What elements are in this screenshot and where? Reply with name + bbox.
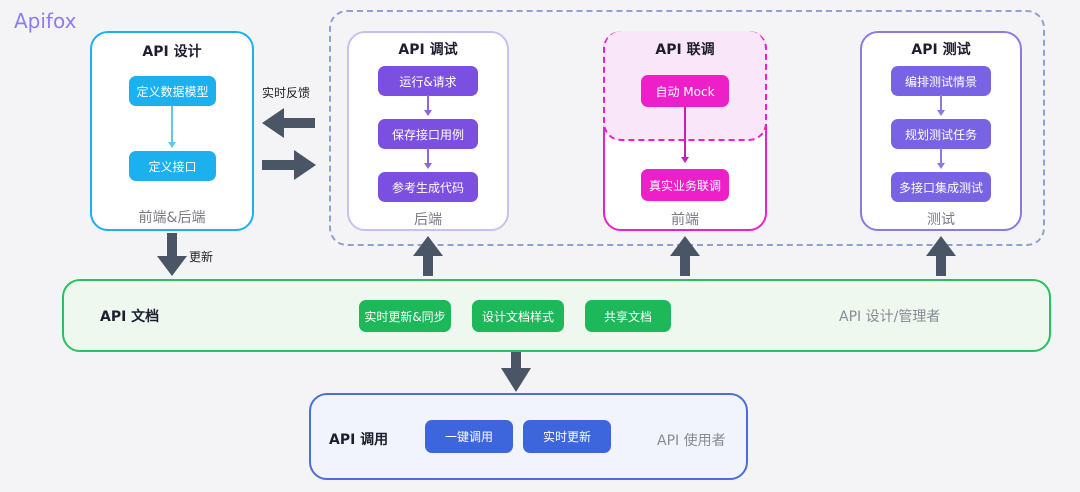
api-joint-title: API 联调 — [655, 42, 715, 58]
api-docs-panel: API 文档 实时更新&同步 设计文档样式 共享文档 API 设计/管理者 — [62, 279, 1051, 352]
share-doc-button[interactable]: 共享文档 — [585, 300, 671, 332]
design-doc-style-button[interactable]: 设计文档样式 — [472, 300, 564, 332]
feedback-label: 实时反馈 — [262, 86, 311, 100]
api-debug-title: API 调试 — [398, 42, 458, 58]
update-arrow — [157, 233, 187, 276]
docs-to-call-arrow — [501, 352, 531, 392]
multi-api-test-button[interactable]: 多接口集成测试 — [891, 172, 991, 202]
realtime-update-button[interactable]: 实时更新 — [523, 420, 611, 453]
forward-arrow — [262, 150, 316, 180]
api-design-panel: API 设计 定义数据模型 定义接口 前端&后端 — [90, 31, 254, 231]
plan-task-button[interactable]: 规划测试任务 — [891, 119, 991, 149]
inner-arrows — [168, 95, 945, 169]
auto-mock-button[interactable]: 自动 Mock — [641, 75, 729, 107]
realtime-sync-button[interactable]: 实时更新&同步 — [359, 300, 451, 332]
define-data-model-button[interactable]: 定义数据模型 — [129, 76, 216, 106]
api-design-title: API 设计 — [142, 44, 202, 60]
api-debug-footer: 后端 — [414, 212, 442, 228]
run-request-button[interactable]: 运行&请求 — [378, 66, 478, 96]
api-call-role: API 使用者 — [657, 433, 726, 449]
generate-code-button[interactable]: 参考生成代码 — [378, 172, 478, 202]
docs-to-debug-arrow — [413, 236, 443, 276]
api-design-footer: 前端&后端 — [138, 210, 206, 226]
api-call-panel: API 调用 一键调用 实时更新 API 使用者 — [309, 393, 748, 480]
one-click-call-button[interactable]: 一键调用 — [425, 420, 513, 453]
api-docs-title: API 文档 — [100, 309, 160, 325]
api-docs-role: API 设计/管理者 — [839, 309, 941, 325]
api-test-title: API 测试 — [911, 42, 971, 58]
api-test-panel: API 测试 编排测试情景 规划测试任务 多接口集成测试 测试 — [860, 31, 1022, 231]
save-case-button[interactable]: 保存接口用例 — [378, 119, 478, 149]
orchestrate-scenario-button[interactable]: 编排测试情景 — [891, 66, 991, 96]
api-joint-footer: 前端 — [671, 212, 699, 228]
brand-logo: Apifox — [14, 9, 77, 33]
define-interface-button[interactable]: 定义接口 — [129, 151, 216, 181]
feedback-arrow — [262, 108, 315, 138]
api-test-footer: 测试 — [927, 212, 955, 228]
api-debug-panel: API 调试 运行&请求 保存接口用例 参考生成代码 后端 — [347, 31, 509, 231]
docs-to-test-arrow — [926, 236, 956, 276]
update-label: 更新 — [189, 250, 214, 264]
real-integration-button[interactable]: 真实业务联调 — [641, 169, 729, 201]
api-call-title: API 调用 — [329, 432, 389, 448]
docs-to-joint-arrow — [670, 236, 700, 276]
